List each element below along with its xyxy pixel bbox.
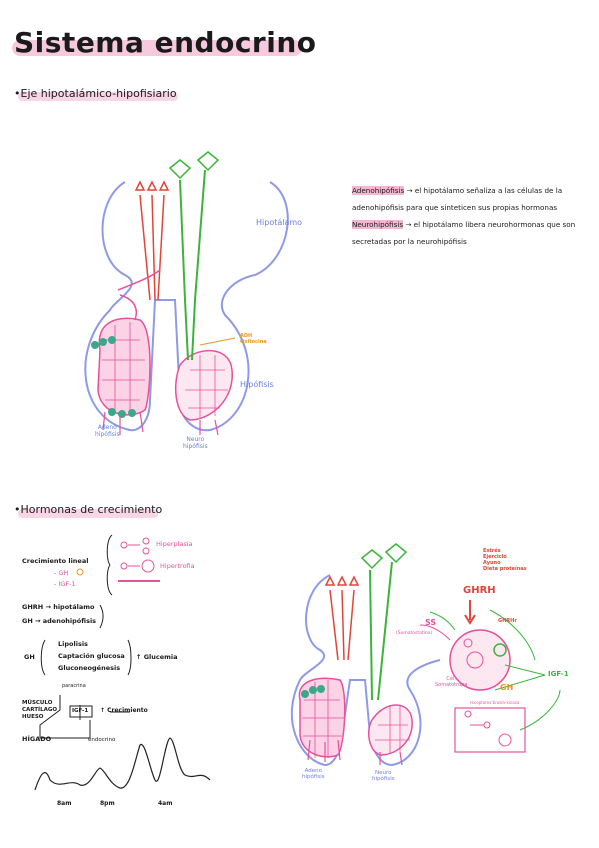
crecimiento-lineal: Crecimiento lineal xyxy=(22,557,89,565)
time-8pm: 8pm xyxy=(100,800,115,807)
ghrh-label: GHRH xyxy=(463,585,496,596)
gh-item: - GH xyxy=(54,569,69,577)
page-title: Sistema endocrino xyxy=(14,26,317,59)
igf-box-label: IGF-1 xyxy=(72,708,89,714)
paracrina: paracrina xyxy=(62,683,86,689)
bullet: • xyxy=(14,87,21,100)
adeno-2: hipófisis xyxy=(302,774,325,780)
label-hipofisis: Hipófisis xyxy=(240,380,274,389)
ghrhr-label: GHRHr xyxy=(498,618,517,624)
igf-item: - IGF-1 xyxy=(54,580,76,588)
crecimiento-2: ↑ Crecimiento xyxy=(100,707,148,714)
glucemia: ↑ Glucemia xyxy=(136,653,178,661)
section1-highlight xyxy=(18,92,178,101)
label-neuro-2: hipófisis xyxy=(183,443,208,450)
diagram2-neuro: Neuro hipófisis xyxy=(372,770,395,782)
gluconeogenesis: Gluconeogénesis xyxy=(58,664,121,672)
ayuno: Ayuno xyxy=(483,560,501,566)
hiperplasia: Hiperplasia xyxy=(156,540,193,548)
label-adh-oxitocina: ADH Oxitocina xyxy=(240,333,267,345)
stimuli-list: Estrés Ejercicio Ayuno Dieta proteínas xyxy=(483,548,527,572)
label-adeno-2: hipófisis xyxy=(95,431,120,438)
label-adenohipofisis: Adeno hipófisis xyxy=(95,424,120,438)
section1-heading: •Eje hipotalámico-hipofisiario xyxy=(14,87,177,100)
ss-label: SS xyxy=(425,618,437,627)
section2-highlight xyxy=(18,509,158,518)
bullet: • xyxy=(14,503,21,516)
neuro-2: hipófisis xyxy=(372,776,395,782)
gh-line: GH → adenohipófisis xyxy=(22,617,97,625)
receptores-label: receptores tirosín-kinasa xyxy=(470,700,520,705)
note-neuro-term: Neurohipófisis xyxy=(352,220,404,229)
label-neurohipofisis: Neuro hipófisis xyxy=(183,436,208,450)
title-highlight xyxy=(12,40,302,56)
time-8am: 8am xyxy=(57,800,72,807)
somatostatina-label: (Somatostatina) xyxy=(396,631,433,636)
label-hipotalamo: Hipotálamo xyxy=(256,218,303,227)
captacion-glucosa: Captación glucosa xyxy=(58,652,125,660)
label-neuro: Neuro xyxy=(186,436,205,443)
gh-label: GH xyxy=(24,653,35,661)
neuro: Neuro xyxy=(375,770,392,776)
lipolisis: Lipolisis xyxy=(58,640,88,648)
adeno: Adeno xyxy=(304,768,322,774)
higado: HÍGADO xyxy=(22,735,52,743)
cel: Cél. xyxy=(446,676,456,682)
cartilago: CARTÍLAGO xyxy=(22,707,58,713)
estres: Estrés xyxy=(483,548,501,554)
time-4am: 4am xyxy=(158,800,173,807)
ejercicio: Ejercicio xyxy=(483,554,507,560)
note-adeno-text: → el hipotálamo señaliza a las células d… xyxy=(352,186,563,212)
section1-heading-text: Eje hipotalámico-hipofisiario xyxy=(20,87,177,100)
musculo: MÚSCULO xyxy=(22,700,53,706)
igf-diagram-label: IGF-1 xyxy=(548,670,569,678)
label-oxitocina: Oxitocina xyxy=(240,339,267,345)
gh-diagram-label: GH xyxy=(500,683,514,692)
section2-heading: •Hormonas de crecimiento xyxy=(14,503,162,516)
dieta-proteinas: Dieta proteínas xyxy=(483,566,527,572)
note-adeno-term: Adenohipófisis xyxy=(352,186,405,195)
hipertrofia: Hipertrofia xyxy=(160,562,195,570)
diagram2-adeno: Adeno hipófisis xyxy=(302,768,325,780)
label-adeno: Adeno xyxy=(97,424,117,431)
section2-heading-text: Hormonas de crecimiento xyxy=(20,503,163,516)
tissue-list: MÚSCULO CARTÍLAGO HUESO xyxy=(22,700,57,721)
somatotrope-label: Cél. Somatotropa xyxy=(435,676,467,688)
note-neuro-text: → el hipotálamo libera neurohormonas que… xyxy=(352,220,576,246)
label-adh: ADH xyxy=(240,333,253,339)
ghrh-line: GHRH → hipotálamo xyxy=(22,603,95,611)
notes-block: Adenohipófisis → el hipotálamo señaliza … xyxy=(352,182,582,250)
somatotropa: Somatotropa xyxy=(435,682,468,688)
endocrino: endocrino xyxy=(88,737,116,743)
hueso: HUESO xyxy=(22,714,44,720)
